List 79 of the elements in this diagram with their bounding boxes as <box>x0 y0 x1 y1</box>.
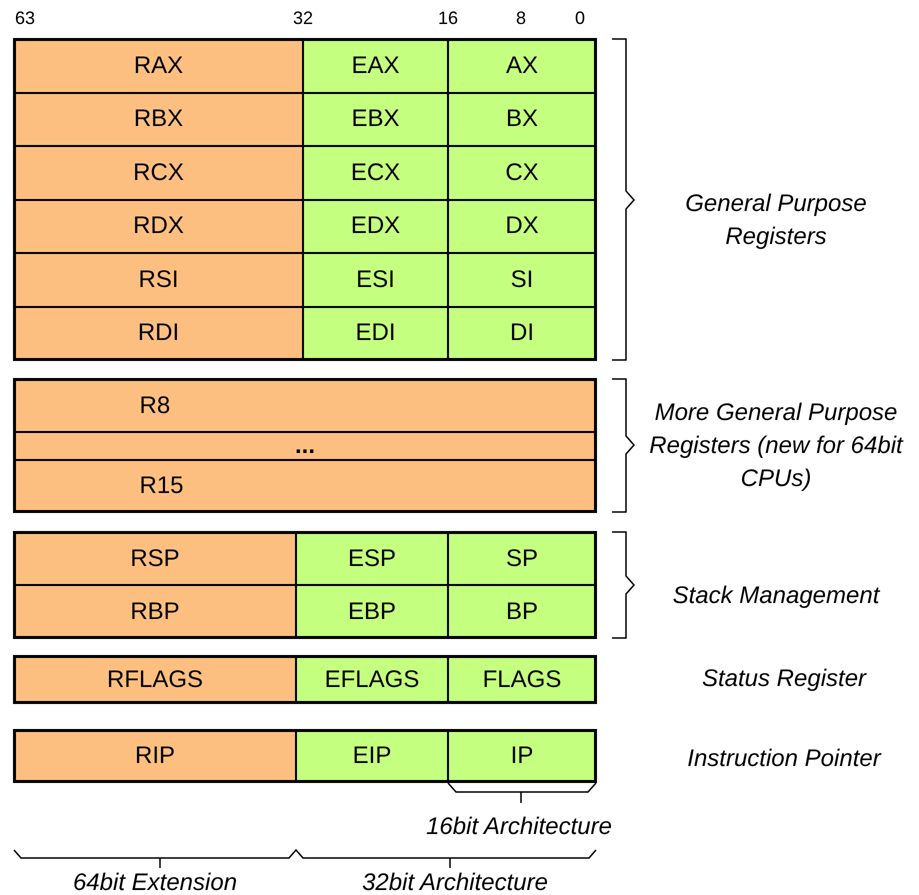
group-label: Instruction Pointer <box>686 744 882 774</box>
register-name: DX <box>505 214 539 238</box>
register-cell <box>448 730 596 782</box>
register-cell <box>14 460 596 512</box>
bit-number: 0 <box>574 8 586 28</box>
register-cell <box>303 146 448 200</box>
group-label: Stack Management <box>672 580 882 610</box>
register-cell <box>296 656 448 703</box>
register-name: EBX <box>351 107 400 132</box>
register-cell <box>303 92 448 146</box>
register-cell <box>14 39 303 92</box>
register-cell <box>14 253 303 306</box>
register-name: RFLAGS <box>106 668 204 692</box>
register-cell <box>303 253 448 306</box>
register-name: AX <box>506 54 538 78</box>
register-name: EIP <box>352 744 392 768</box>
register-cell <box>448 306 596 360</box>
register-name: EFLAGS <box>324 668 420 692</box>
register-name: SP <box>506 546 538 570</box>
register-name: RIP <box>134 744 175 768</box>
register-name: RCX <box>133 160 184 185</box>
register-name: EDX <box>350 214 400 238</box>
bit-number: 8 <box>514 8 527 28</box>
bracket-label: 16bit Architecture <box>425 812 613 842</box>
register-cell <box>14 432 596 460</box>
bit-number: 63 <box>14 8 36 28</box>
register-name: RDX <box>133 214 184 238</box>
register-name: ECX <box>350 160 400 185</box>
register-name: IP <box>510 744 534 768</box>
register-cell <box>303 306 448 360</box>
register-cell <box>448 146 596 200</box>
register-name: EBP <box>348 600 396 624</box>
register-name: ESP <box>348 546 396 570</box>
register-cell <box>448 585 596 638</box>
bracket-label: 32bit Architecture <box>361 868 549 895</box>
bit-number: 32 <box>292 8 314 28</box>
register-name: EAX <box>351 54 400 78</box>
register-name: ESI <box>356 268 395 292</box>
register-cell <box>14 200 303 253</box>
register-cell <box>14 146 303 200</box>
register-name: RBP <box>130 600 180 624</box>
register-cell <box>14 306 303 360</box>
register-name: RDI <box>138 321 180 346</box>
register-cell <box>14 92 303 146</box>
register-name: RBX <box>134 107 184 132</box>
bracket-label: 64bit Extension <box>72 868 238 895</box>
register-cell <box>14 656 296 703</box>
register-name: FLAGS <box>482 668 562 692</box>
group-label: More General Purpose Registers (new for 64bit CPUs) <box>648 398 904 494</box>
register-cell <box>296 730 448 782</box>
register-name: BX <box>506 107 538 132</box>
register-name: RAX <box>134 54 184 78</box>
register-cell <box>303 39 448 92</box>
register-cell <box>14 730 296 782</box>
register-cell <box>448 532 596 585</box>
register-cell <box>14 379 596 432</box>
register-cell <box>296 585 448 638</box>
register-cell <box>303 200 448 253</box>
register-cell <box>448 253 596 306</box>
bit-number: 16 <box>436 8 460 28</box>
register-cell <box>14 532 296 585</box>
register-name: ... <box>294 434 315 458</box>
group-label: General Purpose Registers <box>684 189 868 252</box>
register-cell <box>448 39 596 92</box>
register-name: R8 <box>140 394 170 418</box>
group-label: Status Register <box>700 664 868 694</box>
register-name: RSI <box>138 268 178 292</box>
register-name: SI <box>510 268 534 292</box>
register-name: CX <box>505 160 539 185</box>
register-name: RSP <box>130 546 180 570</box>
register-cell <box>14 585 296 638</box>
register-cell <box>448 92 596 146</box>
register-name: DI <box>510 321 534 346</box>
register-cell <box>296 532 448 585</box>
register-name: R15 <box>140 474 184 498</box>
register-name: EDI <box>355 321 396 346</box>
register-cell <box>448 656 596 703</box>
register-name: BP <box>506 600 538 624</box>
register-cell <box>448 200 596 253</box>
